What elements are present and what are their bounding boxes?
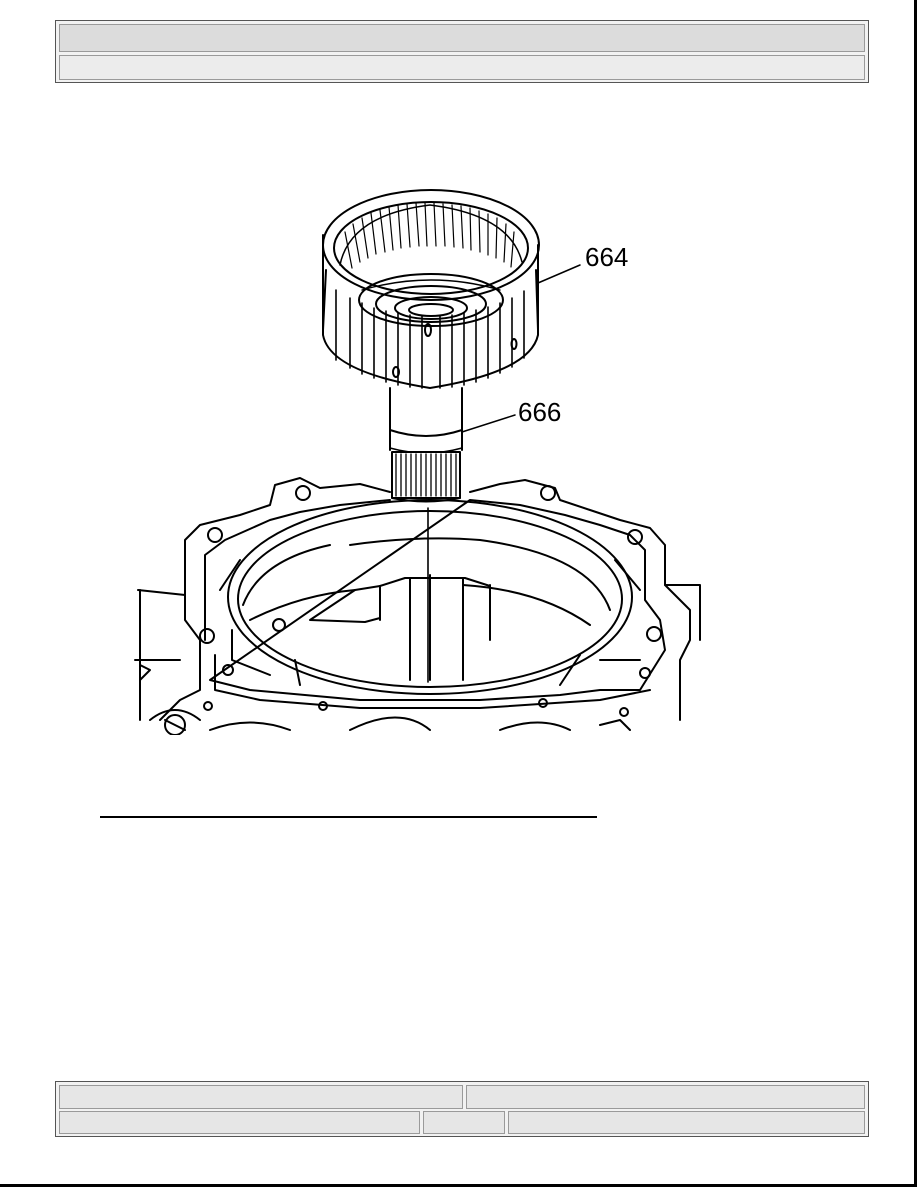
header-subtitle-row	[59, 55, 865, 80]
footer-table	[55, 1081, 869, 1137]
header-table	[55, 20, 869, 83]
transmission-case	[134, 477, 701, 735]
footer-cell-bottom-left	[59, 1111, 420, 1134]
footer-cell-bottom-middle	[423, 1111, 505, 1134]
separator-line	[100, 816, 597, 818]
ring-gear-664	[322, 189, 540, 389]
header-title-row	[59, 24, 865, 52]
shaft-666	[389, 387, 463, 503]
leader-line-666	[461, 414, 516, 433]
footer-cell-top-left	[59, 1085, 463, 1109]
transmission-illustration	[134, 189, 701, 735]
footer-cell-top-right	[466, 1085, 865, 1109]
callout-664: 664	[585, 242, 629, 272]
leader-line-664	[537, 264, 581, 284]
footer-cell-bottom-right	[508, 1111, 865, 1134]
callout-666: 666	[518, 397, 562, 427]
